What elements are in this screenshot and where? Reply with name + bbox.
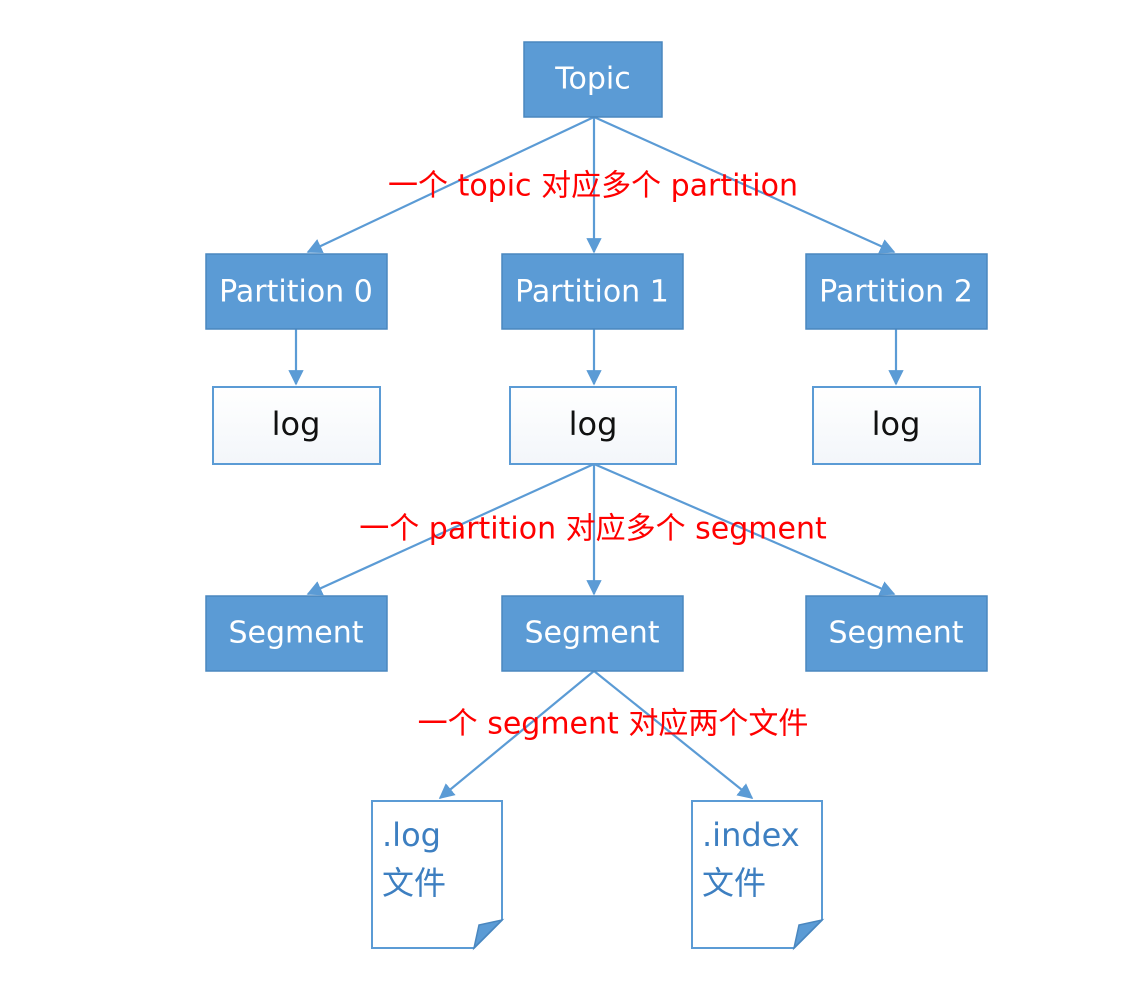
edge-topic-partition-0 (306, 116, 595, 254)
edges-segment-files (438, 670, 754, 799)
file-node-index: .index 文件 (691, 800, 825, 951)
file-name: .log (382, 816, 441, 854)
file-fold-icon (792, 918, 825, 951)
edge-log-segment-0 (306, 462, 595, 596)
file-kind: 文件 (382, 864, 446, 902)
log-node-2: log (812, 386, 981, 465)
annotation-partition-segment: 一个 partition 对应多个 segment (359, 512, 827, 547)
edges-partitions-logs (288, 329, 904, 386)
partition-node-0: Partition 0 (205, 253, 388, 330)
partition-label: Partition 2 (819, 275, 973, 310)
segment-label: Segment (229, 616, 364, 651)
partition-node-2: Partition 2 (805, 253, 988, 330)
file-fold-icon (472, 918, 505, 951)
annotation-segment-files: 一个 segment 对应两个文件 (418, 707, 809, 742)
partition-node-1: Partition 1 (501, 253, 684, 330)
partition-label: Partition 0 (219, 275, 373, 310)
log-node-0: log (212, 386, 381, 465)
annotation-topic-partition: 一个 topic 对应多个 partition (388, 169, 798, 204)
edge-topic-partition-2 (593, 115, 896, 254)
file-kind: 文件 (702, 864, 766, 902)
edge-segment-log-file (438, 670, 595, 799)
topic-node: Topic (523, 41, 663, 118)
log-label: log (569, 405, 618, 443)
topic-label: Topic (554, 62, 630, 97)
segment-label: Segment (525, 616, 660, 651)
segment-node-2: Segment (805, 595, 988, 672)
edge-log-segment-2 (593, 462, 896, 596)
edges-log-segments (306, 462, 896, 596)
segment-node-1: Segment (501, 595, 684, 672)
partition-label: Partition 1 (515, 275, 669, 310)
log-node-1: log (509, 386, 677, 465)
log-label: log (872, 405, 921, 443)
file-name: .index (702, 816, 800, 854)
segment-label: Segment (829, 616, 964, 651)
file-node-log: .log 文件 (371, 800, 505, 951)
segment-node-0: Segment (205, 595, 388, 672)
edges-topic-partitions (306, 115, 896, 254)
edge-segment-index-file (593, 670, 754, 799)
log-label: log (272, 405, 321, 443)
